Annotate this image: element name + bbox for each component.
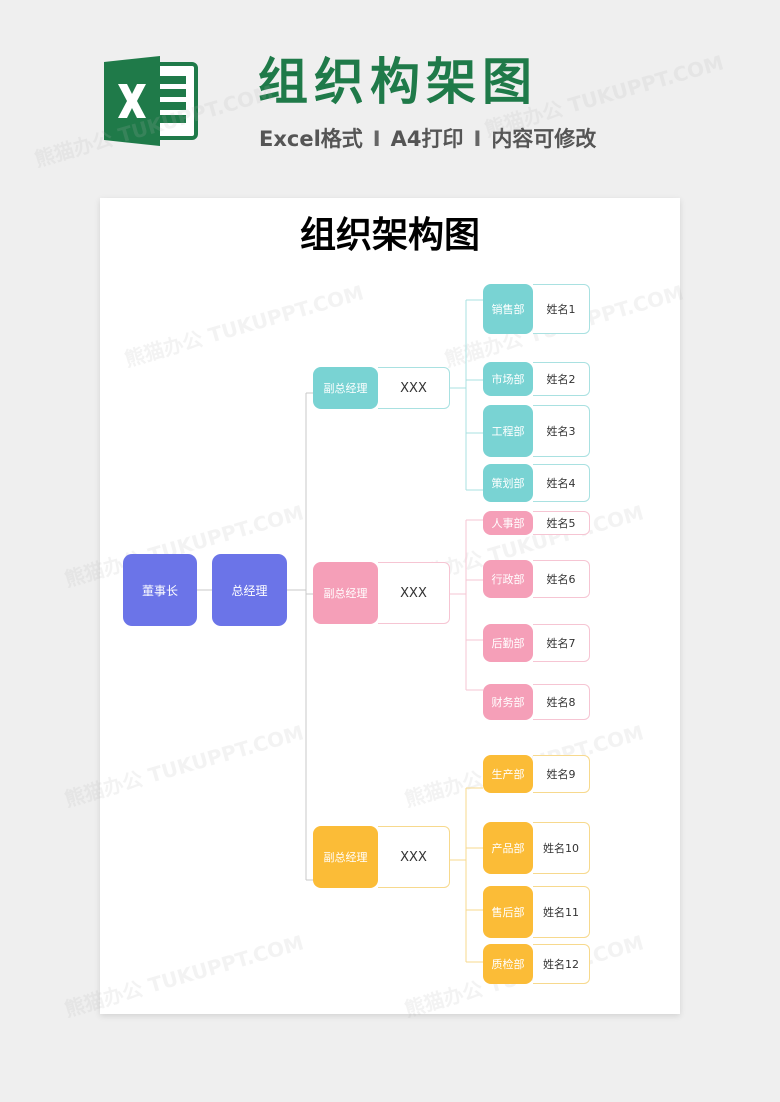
department-label: 售后部 [483,886,533,938]
subtitle-editable: 内容可修改 [491,127,597,151]
document-title: 组织架构图 [299,215,480,256]
department-label: 策划部 [483,464,533,502]
vp-name: XXX [378,367,450,409]
department-label: 质检部 [483,944,533,984]
vp-label: 副总经理 [313,367,378,409]
department-box: 后勤部 姓名7 [483,624,590,662]
department-label: 行政部 [483,560,533,598]
department-person: 姓名12 [533,944,590,984]
department-label: 人事部 [483,511,533,535]
vp-name: XXX [378,562,450,624]
department-person: 姓名5 [533,511,590,535]
subtitle-format: Excel格式 [259,127,363,151]
department-person: 姓名11 [533,886,590,938]
general-manager-box: 总经理 [212,554,287,626]
department-person: 姓名4 [533,464,590,502]
subtitle-separator: I [372,127,381,151]
general-manager-label: 总经理 [231,583,268,598]
department-person: 姓名3 [533,405,590,457]
department-label: 后勤部 [483,624,533,662]
chairman-label: 董事长 [141,583,178,598]
chairman-box: 董事长 [123,554,197,626]
department-person: 姓名2 [533,362,590,396]
department-box: 销售部 姓名1 [483,284,590,334]
department-label: 市场部 [483,362,533,396]
department-box: 产品部 姓名10 [483,822,590,874]
department-box: 工程部 姓名3 [483,405,590,457]
department-box: 质检部 姓名12 [483,944,590,984]
page-subtitle: Excel格式 I A4打印 I 内容可修改 [259,124,596,154]
department-box: 财务部 姓名8 [483,684,590,720]
department-person: 姓名10 [533,822,590,874]
department-box: 策划部 姓名4 [483,464,590,502]
vp-box: 副总经理 XXX [313,367,450,409]
vp-box: 副总经理 XXX [313,826,450,888]
department-label: 产品部 [483,822,533,874]
department-person: 姓名8 [533,684,590,720]
department-box: 人事部 姓名5 [483,511,590,535]
department-person: 姓名1 [533,284,590,334]
page-title: 组织构架图 [258,53,538,111]
department-box: 售后部 姓名11 [483,886,590,938]
vp-box: 副总经理 XXX [313,562,450,624]
subtitle-separator: I [473,127,482,151]
department-box: 行政部 姓名6 [483,560,590,598]
vp-label: 副总经理 [313,826,378,888]
vp-label: 副总经理 [313,562,378,624]
vp-name: XXX [378,826,450,888]
department-box: 生产部 姓名9 [483,755,590,793]
subtitle-print: A4打印 [390,127,464,151]
department-label: 生产部 [483,755,533,793]
department-box: 市场部 姓名2 [483,362,590,396]
department-label: 销售部 [483,284,533,334]
department-person: 姓名9 [533,755,590,793]
department-person: 姓名7 [533,624,590,662]
department-person: 姓名6 [533,560,590,598]
department-label: 工程部 [483,405,533,457]
department-label: 财务部 [483,684,533,720]
excel-logo-icon [100,56,200,146]
